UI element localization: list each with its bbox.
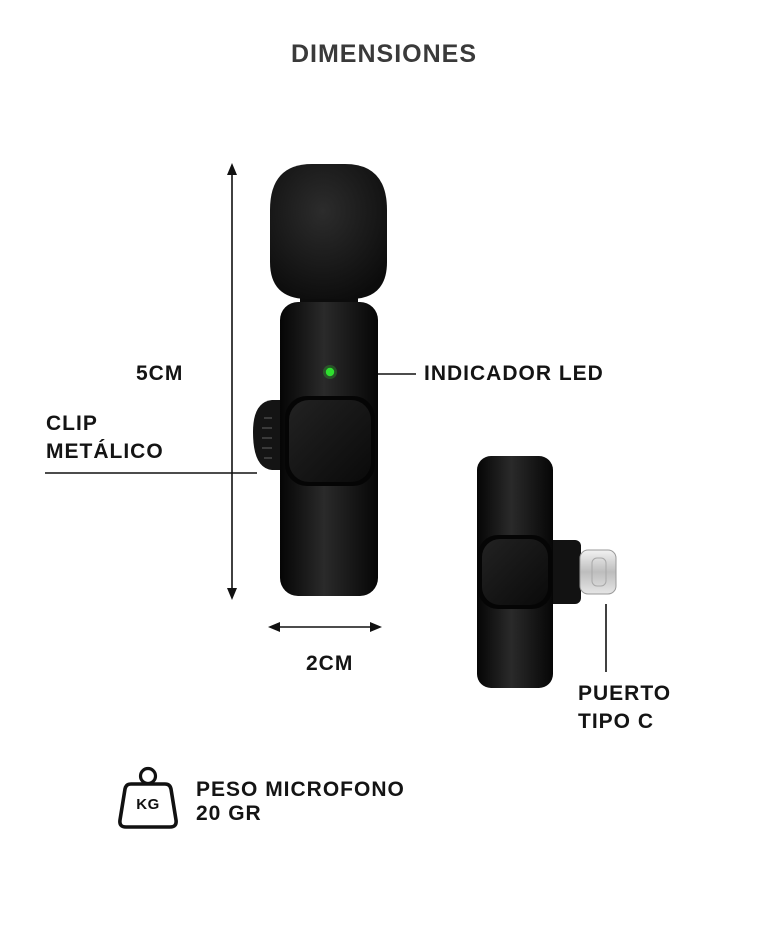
usb-c-plug-icon bbox=[579, 549, 617, 595]
led-indicator-label: INDICADOR LED bbox=[424, 362, 604, 385]
clip-label-line2: METÁLICO bbox=[46, 440, 164, 463]
clip-label-line1: CLIP bbox=[46, 412, 98, 435]
width-dimension-arrow bbox=[268, 622, 382, 632]
clip-label: CLIP METÁLICO bbox=[46, 410, 164, 466]
metal-clip bbox=[253, 400, 283, 470]
page-title: DIMENSIONES bbox=[290, 40, 478, 68]
weight-label-line2: 20 GR bbox=[196, 802, 262, 825]
foam-windscreen bbox=[270, 164, 387, 299]
weight-kg-icon bbox=[118, 766, 178, 829]
weight-icon-text: KG bbox=[136, 796, 160, 813]
height-label: 5CM bbox=[136, 362, 184, 385]
height-dimension-arrow bbox=[227, 163, 237, 600]
weight-label: PESO MICROFONO 20 GR bbox=[196, 778, 405, 826]
port-label: PUERTO TIPO C bbox=[578, 680, 671, 736]
receiver bbox=[477, 456, 617, 688]
port-label-line2: TIPO C bbox=[578, 710, 655, 733]
led-indicator bbox=[325, 367, 335, 377]
width-label: 2CM bbox=[306, 652, 354, 675]
weight-label-line1: PESO MICROFONO bbox=[196, 778, 405, 801]
port-label-line1: PUERTO bbox=[578, 682, 672, 705]
microphone bbox=[253, 164, 387, 596]
